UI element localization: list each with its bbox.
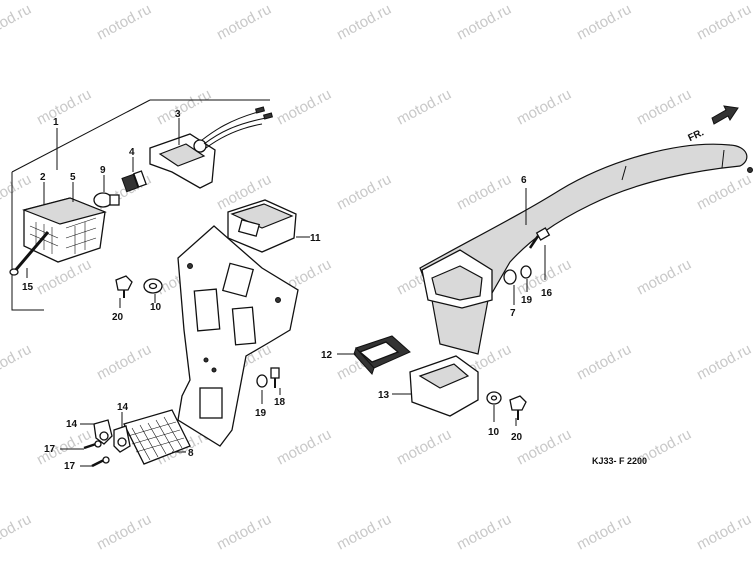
callout-c14b: 14: [117, 402, 129, 413]
watermark-text: motod.ru: [274, 86, 334, 129]
callout-c7: 7: [510, 308, 516, 319]
watermark-text: motod.ru: [0, 171, 34, 214]
watermark-text: motod.ru: [694, 171, 754, 214]
callout-c19a: 19: [255, 408, 267, 419]
bulb: [93, 192, 120, 208]
watermark-text: motod.ru: [454, 171, 514, 214]
tail-light-assembly: [9, 99, 273, 311]
callout-c14a: 14: [66, 419, 78, 430]
watermark-text: motod.ru: [0, 511, 34, 554]
screw-15: [9, 231, 50, 276]
bolt-20-right: [509, 395, 527, 420]
callout-c10a: 10: [150, 302, 162, 313]
watermark-text: motod.ru: [94, 1, 154, 44]
callout-c4: 4: [129, 147, 135, 158]
watermark-text: motod.ru: [694, 341, 754, 384]
rear-fender: [419, 143, 753, 355]
reflector: [123, 409, 191, 465]
watermark-text: motod.ru: [574, 341, 634, 384]
license-plate-bracket: [177, 225, 299, 447]
socket-case: [149, 106, 273, 189]
nut-19-bracket: [256, 374, 268, 388]
screw-17-b: [91, 456, 110, 468]
screw-17-a: [83, 440, 102, 450]
diagram-code: KJ33- F 2200: [592, 456, 647, 466]
callout-c5: 5: [70, 172, 76, 183]
watermark-text: motod.ru: [154, 86, 214, 129]
callout-c11: 11: [310, 233, 321, 244]
watermark-text: motod.ru: [334, 171, 394, 214]
bolt-16: [528, 227, 551, 249]
clamp-14-b: [113, 425, 131, 453]
nut-7: [503, 269, 517, 285]
watermark-text: motod.ru: [514, 426, 574, 469]
watermark-text: motod.ru: [94, 341, 154, 384]
socket: [121, 170, 147, 193]
rubber-12: [353, 335, 411, 375]
callout-c17b: 17: [64, 461, 76, 472]
callout-c15: 15: [22, 282, 34, 293]
tail-lens-housing: [22, 197, 107, 263]
license-light: [227, 199, 297, 253]
callout-c12: 12: [321, 350, 333, 361]
watermark-text: motod.ru: [634, 86, 694, 129]
bolt-20-left: [115, 275, 133, 298]
assembly-bracket-line: [11, 172, 44, 311]
callout-c8: 8: [188, 448, 194, 459]
watermark-text: motod.ru: [574, 511, 634, 554]
watermark-text: motod.ru: [394, 86, 454, 129]
watermark-text: motod.ru: [0, 1, 34, 44]
assembly-bracket-top: [11, 99, 151, 173]
callout-c13: 13: [378, 390, 390, 401]
clamp-14-a: [93, 419, 113, 445]
watermark-text: motod.ru: [454, 1, 514, 44]
watermark-text: motod.ru: [514, 86, 574, 129]
watermark-text: motod.ru: [274, 426, 334, 469]
watermark-text: motod.ru: [694, 511, 754, 554]
rubber-13: [409, 355, 479, 417]
watermark-text: motod.ru: [0, 341, 34, 384]
callout-c10b: 10: [488, 427, 500, 438]
watermark-text: motod.ru: [214, 1, 274, 44]
callout-c9: 9: [100, 165, 106, 176]
watermark-text: motod.ru: [694, 1, 754, 44]
front-direction-label: FR.: [686, 127, 705, 144]
callout-c19b: 19: [521, 295, 533, 306]
watermark-text: motod.ru: [394, 426, 454, 469]
bolt-18: [270, 367, 280, 388]
watermark-text: motod.ru: [94, 511, 154, 554]
callout-c1: 1: [53, 117, 59, 128]
callout-c20a: 20: [112, 312, 124, 323]
watermark-text: motod.ru: [454, 511, 514, 554]
watermark-text: motod.ru: [634, 256, 694, 299]
washer-10-left: [143, 278, 163, 294]
callout-c6: 6: [521, 175, 527, 186]
front-direction-arrow: [711, 105, 739, 125]
washer-10-right: [486, 391, 502, 405]
callout-c20b: 20: [511, 432, 523, 443]
watermark-text: motod.ru: [334, 1, 394, 44]
callout-c3: 3: [175, 109, 181, 120]
watermark-text: motod.ru: [214, 511, 274, 554]
callout-c17a: 17: [44, 444, 56, 455]
watermark-text: motod.ru: [574, 1, 634, 44]
washer-19-fender: [520, 265, 532, 279]
callout-c18: 18: [274, 397, 286, 408]
watermark-text: motod.ru: [34, 256, 94, 299]
watermark-text: motod.ru: [34, 86, 94, 129]
callout-c16: 16: [541, 288, 553, 299]
callout-c2: 2: [40, 172, 46, 183]
watermark-text: motod.ru: [334, 511, 394, 554]
